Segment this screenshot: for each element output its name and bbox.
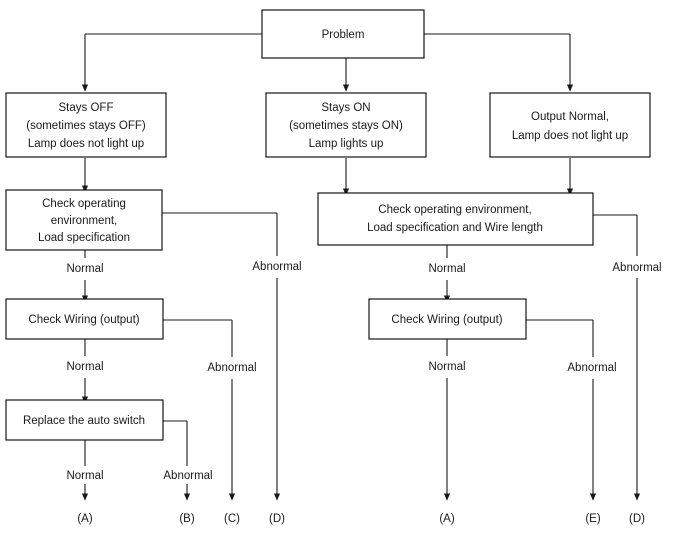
node-check-env-right-box[interactable] bbox=[317, 192, 594, 246]
node-output-normal[interactable]: Output Normal, Lamp does not light up bbox=[489, 92, 651, 158]
node-check-wiring-left[interactable]: Check Wiring (output) bbox=[5, 298, 164, 340]
edge-label-env-left-abnormal: Abnormal bbox=[252, 261, 301, 273]
node-problem[interactable]: Problem bbox=[261, 9, 425, 59]
node-replace-switch[interactable]: Replace the auto switch bbox=[5, 399, 164, 441]
node-stays-on-line1: Stays ON bbox=[321, 102, 370, 114]
node-check-env-right-line1: Check operating environment, bbox=[378, 204, 531, 216]
terminal-d-left: (D) bbox=[269, 513, 285, 525]
node-check-env-right-line2: Load specification and Wire length bbox=[367, 222, 543, 234]
node-check-wiring-left-box[interactable] bbox=[5, 298, 164, 340]
node-output-normal-line1: Output Normal, bbox=[531, 111, 609, 123]
node-check-env-left-line3: Load specification bbox=[38, 232, 130, 244]
edge-label-env-right-normal: Normal bbox=[428, 263, 465, 275]
node-check-env-left-line2: environment, bbox=[51, 215, 117, 227]
node-check-env-right[interactable]: Check operating environment, Load specif… bbox=[317, 192, 594, 246]
node-stays-on-box[interactable] bbox=[265, 92, 427, 158]
terminal-d-right: (D) bbox=[629, 513, 645, 525]
connector-group-top bbox=[81, 33, 574, 92]
node-check-env-left[interactable]: Check operating environment, Load specif… bbox=[5, 189, 163, 251]
terminal-a-left: (A) bbox=[77, 513, 93, 525]
node-output-normal-line2: Lamp does not light up bbox=[512, 130, 628, 142]
connector-group-right-branch bbox=[443, 214, 641, 501]
node-replace-switch-label: Replace the auto switch bbox=[23, 415, 145, 427]
edge-label-replace-normal: Normal bbox=[66, 470, 103, 482]
terminal-c: (C) bbox=[224, 513, 240, 525]
node-stays-off-line1: Stays OFF bbox=[59, 102, 114, 114]
edge-label-wiring-left-normal: Normal bbox=[66, 361, 103, 373]
node-check-wiring-right-label: Check Wiring (output) bbox=[391, 314, 502, 326]
edge-label-wiring-right-abnormal: Abnormal bbox=[567, 362, 616, 374]
terminal-b: (B) bbox=[179, 513, 195, 525]
node-check-wiring-right[interactable]: Check Wiring (output) bbox=[368, 298, 527, 340]
terminal-a-right: (A) bbox=[439, 513, 455, 525]
node-check-wiring-right-box[interactable] bbox=[368, 298, 527, 340]
terminal-e: (E) bbox=[585, 513, 601, 525]
connector-group-symptom-to-check bbox=[81, 158, 574, 196]
node-stays-off-line3: Lamp does not light up bbox=[28, 138, 144, 150]
edge-label-env-left-normal: Normal bbox=[66, 263, 103, 275]
node-check-env-left-box[interactable] bbox=[5, 189, 163, 251]
node-check-wiring-left-label: Check Wiring (output) bbox=[28, 314, 139, 326]
node-check-env-left-line1: Check operating bbox=[42, 198, 126, 210]
node-stays-on-line2: (sometimes stays ON) bbox=[289, 120, 403, 132]
node-stays-off[interactable]: Stays OFF (sometimes stays OFF) Lamp doe… bbox=[5, 92, 167, 158]
node-stays-on-line3: Lamp lights up bbox=[309, 138, 384, 150]
node-replace-switch-box[interactable] bbox=[5, 399, 164, 441]
connector-group-left-branch bbox=[81, 212, 281, 501]
edge-label-env-right-abnormal: Abnormal bbox=[612, 262, 661, 274]
node-stays-off-line2: (sometimes stays OFF) bbox=[26, 120, 146, 132]
node-output-normal-box[interactable] bbox=[489, 92, 651, 158]
node-problem-label: Problem bbox=[322, 29, 365, 41]
node-stays-on[interactable]: Stays ON (sometimes stays ON) Lamp light… bbox=[265, 92, 427, 158]
node-problem-box[interactable] bbox=[261, 9, 425, 59]
node-stays-off-box[interactable] bbox=[5, 92, 167, 158]
edge-label-wiring-right-normal: Normal bbox=[428, 361, 465, 373]
edge-label-wiring-left-abnormal: Abnormal bbox=[207, 362, 256, 374]
edge-label-replace-abnormal: Abnormal bbox=[163, 470, 212, 482]
